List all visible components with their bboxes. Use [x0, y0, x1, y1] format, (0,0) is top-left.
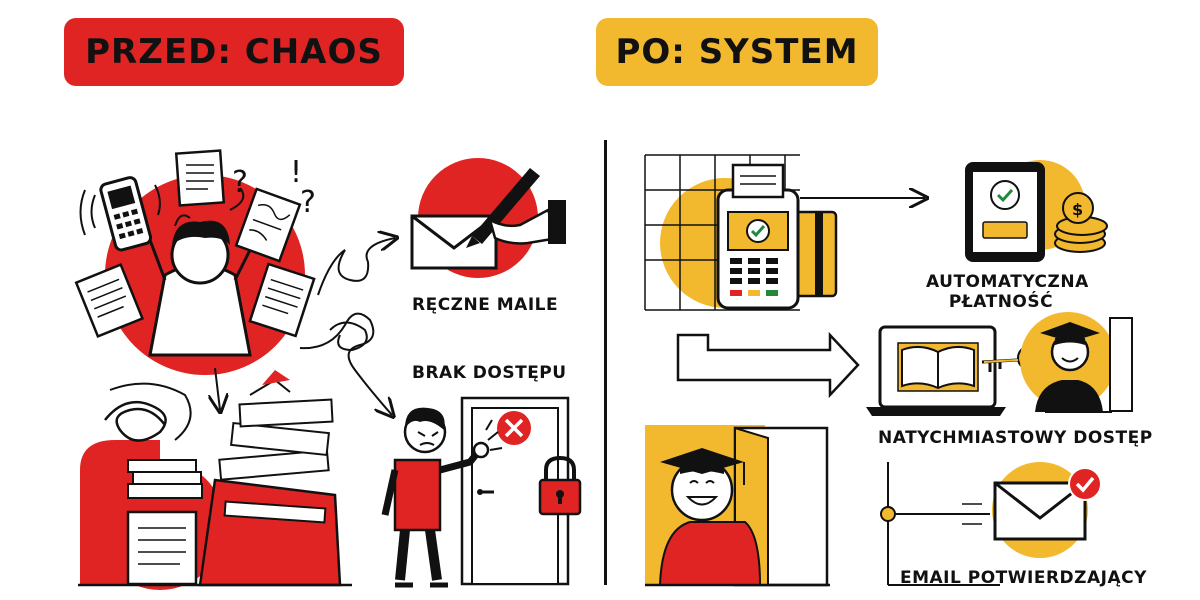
automatic-payment-scene: $	[965, 160, 1108, 262]
checkmark-icon	[996, 188, 1014, 203]
document-icon	[234, 187, 302, 263]
chaos-arrows	[215, 238, 395, 415]
document-icon	[248, 262, 316, 338]
svg-text:?: ?	[300, 185, 316, 220]
checkmark-icon	[1075, 476, 1095, 493]
document-icon	[174, 149, 226, 207]
graduate-door-scene	[645, 425, 830, 587]
instant-access-scene	[866, 312, 1133, 416]
coins-icon: $	[1054, 192, 1108, 253]
angry-person-icon	[381, 407, 503, 588]
checkmark-icon	[750, 225, 766, 238]
document-icon	[74, 263, 145, 339]
svg-text:$: $	[1072, 200, 1083, 219]
manual-emails-label: RĘCZNE MAILE	[412, 295, 559, 315]
no-access-scene	[381, 396, 582, 588]
stressed-person-scene: ?!?	[74, 149, 316, 375]
payment-terminal-scene	[644, 154, 925, 311]
tablet-icon	[965, 162, 1045, 262]
confirmation-email-scene	[880, 462, 1102, 586]
confirmation-email-label: EMAIL POTWIERDZAJĄCY	[900, 568, 1147, 588]
no-access-label: BRAK DOSTĘPU	[412, 363, 567, 383]
before-chaos-badge: PRZED: CHAOS	[64, 18, 404, 86]
phone-icon	[99, 176, 153, 252]
svg-text:?: ?	[232, 165, 248, 200]
auto-payment-label-line2: PŁATNOŚĆ	[948, 292, 1054, 312]
section-divider	[604, 140, 607, 585]
error-x-icon	[497, 411, 531, 445]
envelope-check-icon	[993, 467, 1102, 541]
svg-text:!: !	[290, 155, 302, 190]
laptop-book-icon	[866, 325, 1006, 416]
payment-terminal-icon	[716, 163, 800, 310]
pen-icon	[466, 168, 566, 248]
flow-arrow	[676, 331, 860, 399]
graduate-icon	[658, 448, 762, 586]
question-mark-icon: ?!?	[232, 155, 316, 220]
auto-payment-label-line1: AUTOMATYCZNA	[926, 272, 1089, 292]
paper-stack-icon	[78, 370, 352, 590]
instant-access-label: NATYCHMIASTOWY DOSTĘP	[878, 428, 1153, 448]
person-stressed-icon	[148, 187, 257, 357]
after-system-badge: PO: SYSTEM	[596, 18, 878, 86]
manual-emails-scene	[410, 158, 566, 278]
graduate-icon	[1020, 312, 1133, 413]
padlock-icon	[538, 455, 582, 516]
